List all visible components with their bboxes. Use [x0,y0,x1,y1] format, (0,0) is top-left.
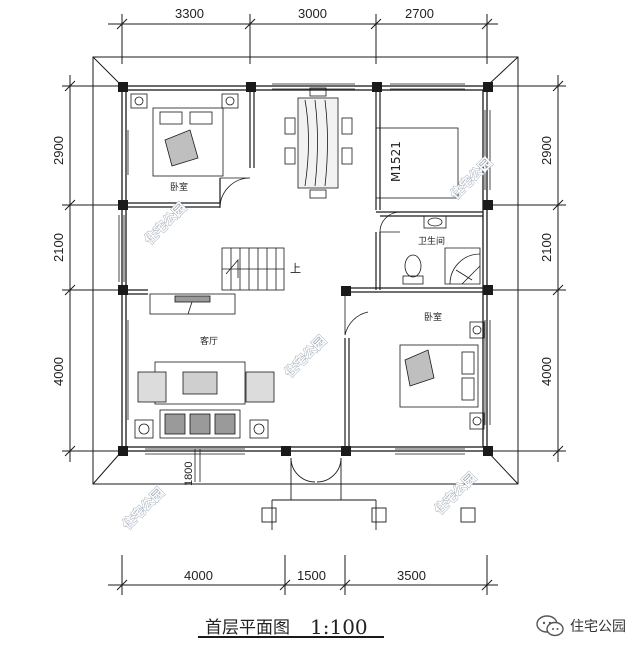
doors [219,127,459,336]
dim-right-1: 2900 [539,136,554,165]
room-labels: 卧室 卫生间 卧室 客厅 上 M1521 [170,141,445,347]
entrance-porch [261,457,476,530]
dim-window: 1800 [183,462,195,486]
wechat-icon [536,615,564,637]
bed-southeast [399,321,485,430]
windows [118,83,491,482]
label-stair-up: 上 [290,262,301,275]
roof-eaves [92,56,519,485]
dimension-labels: 3300 3000 2700 4000 1500 3500 2900 2100 … [51,6,554,583]
interior-walls [126,90,483,447]
structural-columns [118,82,493,456]
drawing-title: 首层平面图 1:100 [205,615,368,639]
brand-name: 住宅公园 [570,619,626,635]
sofa-set [134,361,275,439]
watermark-5: 住宅公园 [432,470,480,518]
dining-table [284,87,353,199]
title-main: 首层平面图 [205,618,290,638]
bathroom-fixtures [402,215,481,285]
dim-left-1: 2900 [51,136,66,165]
watermark-4: 住宅公园 [120,485,168,533]
dim-left-2: 2100 [51,233,66,262]
top-dimension-line [108,14,498,64]
label-bathroom: 卫生间 [418,235,445,247]
dim-bottom-1: 4000 [184,568,213,583]
left-dimension-line [62,75,118,462]
dim-top-2: 3000 [298,6,327,21]
dim-top-3: 2700 [405,6,434,21]
dim-right-3: 4000 [539,357,554,386]
watermark-2: 住宅公园 [448,155,496,203]
dim-bottom-2: 1500 [297,568,326,583]
brand-badge: 住宅公园 [536,615,626,637]
label-door-code: M1521 [389,141,403,182]
watermark-3: 住宅公园 [282,333,330,381]
tv-cabinet [149,293,236,315]
right-dimension-line [492,75,566,462]
stairs [221,247,285,291]
dim-left-3: 4000 [51,357,66,386]
dim-top-1: 3300 [175,6,204,21]
title-scale: 1:100 [310,615,368,639]
bed-northwest [130,93,239,177]
dim-right-2: 2100 [539,233,554,262]
exterior-walls [121,85,488,452]
label-bedroom-se: 卧室 [424,311,442,323]
dim-bottom-3: 3500 [397,568,426,583]
label-bedroom-nw: 卧室 [170,181,188,193]
label-living-room: 客厅 [200,335,218,347]
bottom-dimension-line [108,555,498,595]
